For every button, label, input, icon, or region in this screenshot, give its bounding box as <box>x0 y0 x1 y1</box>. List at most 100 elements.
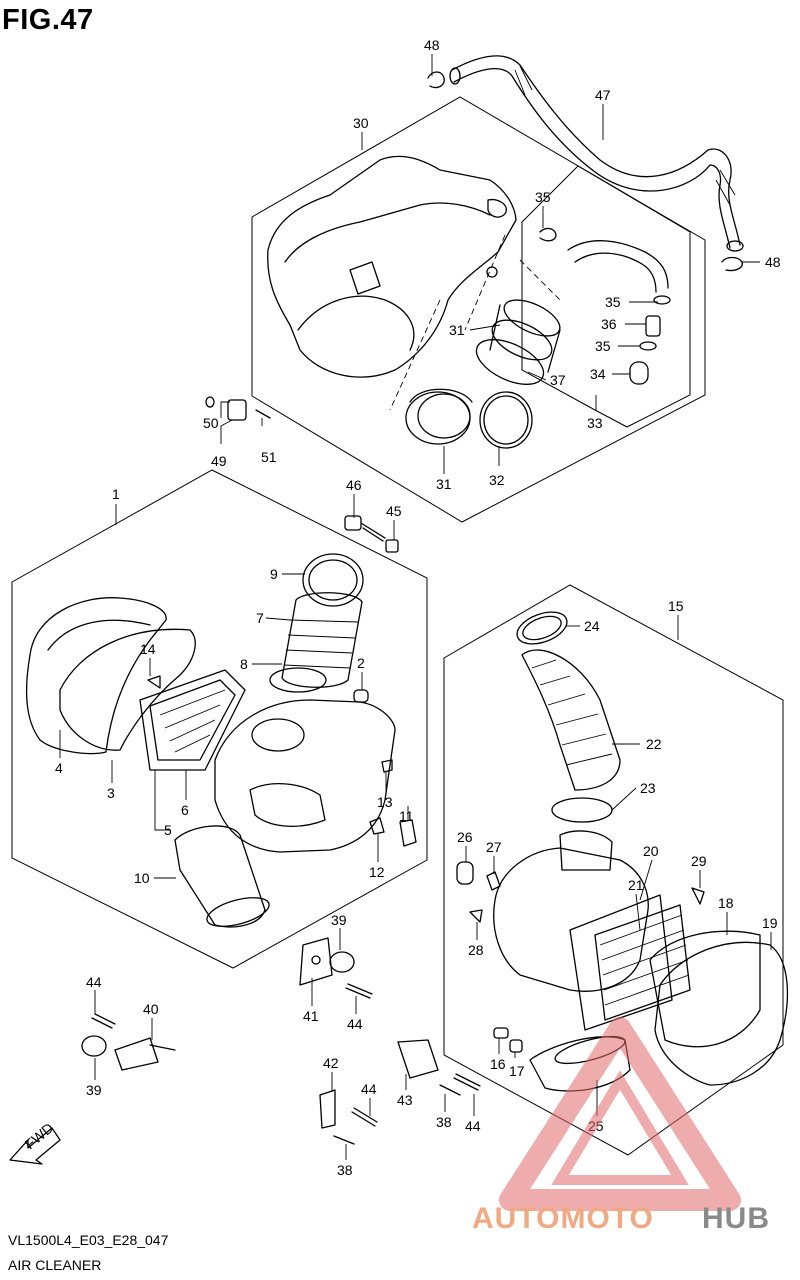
air-filter-element-6 <box>139 669 246 771</box>
bolt-46 <box>344 515 386 542</box>
callout-48-top: 48 <box>424 37 440 53</box>
callout-38-lower: 38 <box>337 1162 353 1178</box>
callout-6: 6 <box>181 802 189 818</box>
bolt-38-lower <box>333 1135 355 1145</box>
sensor-49 <box>205 396 271 421</box>
callout-39-lower: 39 <box>86 1082 102 1098</box>
callout-26: 26 <box>457 829 473 845</box>
callout-24: 24 <box>584 618 600 634</box>
cover-19 <box>654 941 788 1086</box>
callout-19: 19 <box>762 915 778 931</box>
callout-30: 30 <box>353 115 369 131</box>
nut-17 <box>509 1039 523 1053</box>
callout-4: 4 <box>55 760 63 776</box>
cover-gasket-3 <box>59 628 196 751</box>
callout-37: 37 <box>550 372 566 388</box>
bolt-44-d <box>453 1073 481 1091</box>
bracket-40 <box>114 1037 176 1071</box>
nut-45 <box>385 539 399 553</box>
callout-14: 14 <box>140 641 156 657</box>
hose-clamp-48-top <box>427 71 445 89</box>
callout-42: 42 <box>323 1055 339 1071</box>
bushing-26 <box>456 861 474 885</box>
intake-duct-lower <box>405 388 473 445</box>
callout-23: 23 <box>640 780 656 796</box>
air-cleaner-case <box>267 155 517 378</box>
callout-43: 43 <box>397 1092 413 1108</box>
callout-49: 49 <box>211 453 227 469</box>
callout-29: 29 <box>691 853 707 869</box>
callout-45: 45 <box>386 503 402 519</box>
clip-27 <box>486 871 501 891</box>
callout-44-left: 44 <box>86 974 102 990</box>
callout-35-top: 35 <box>535 189 551 205</box>
footer-title: AIR CLEANER <box>8 1257 102 1273</box>
bolt-38-right <box>439 1084 461 1096</box>
callout-5: 5 <box>164 822 172 838</box>
callout-31-lower: 31 <box>436 476 452 492</box>
screw-14 <box>147 675 161 689</box>
bolt-44-a <box>345 983 373 999</box>
duct-clamp-23 <box>551 797 613 823</box>
intake-duct-10 <box>174 825 270 928</box>
callout-17: 17 <box>509 1063 525 1079</box>
callout-44-right: 44 <box>465 1118 481 1134</box>
callout-11: 11 <box>399 808 414 824</box>
callout-labels: 48 47 30 35 48 35 36 35 34 31 37 33 50 5… <box>55 37 781 1178</box>
duct-clamp-8 <box>269 667 327 693</box>
callout-25: 25 <box>588 1118 604 1134</box>
callout-12: 12 <box>369 864 385 880</box>
callout-36: 36 <box>601 316 617 332</box>
callout-51: 51 <box>261 449 277 465</box>
callout-7: 7 <box>256 610 264 626</box>
callout-50: 50 <box>203 415 219 431</box>
callout-8: 8 <box>240 656 248 672</box>
gasket-20 <box>569 894 673 1031</box>
callout-33: 33 <box>587 415 603 431</box>
callout-44-lower: 44 <box>361 1081 377 1097</box>
frame-group-15 <box>443 584 784 1156</box>
intake-duct-25 <box>529 1035 631 1092</box>
callout-18: 18 <box>718 895 734 911</box>
footer-code: VL1500L4_E03_E28_047 <box>8 1232 169 1248</box>
clip-12 <box>369 817 385 835</box>
bolt-44-c <box>351 1107 378 1127</box>
frame-group-1 <box>11 469 428 969</box>
callout-41: 41 <box>303 1008 319 1024</box>
collar-2 <box>353 689 369 703</box>
callout-38-right: 38 <box>436 1114 452 1130</box>
callout-2: 2 <box>357 655 365 671</box>
callout-34: 34 <box>590 366 606 382</box>
callout-46: 46 <box>346 477 362 493</box>
breather-hose <box>449 55 744 252</box>
callout-3: 3 <box>107 785 115 801</box>
plug-11 <box>399 819 417 847</box>
callout-28: 28 <box>468 942 484 958</box>
bracket-41 <box>299 937 333 986</box>
callout-35-low: 35 <box>595 338 611 354</box>
frame-group-33 <box>521 165 691 428</box>
callout-10: 10 <box>134 870 150 886</box>
bracket-42 <box>319 1089 336 1129</box>
callout-40: 40 <box>143 1001 159 1017</box>
leader-lines <box>59 54 772 1160</box>
hose-clamp-48-right <box>721 256 743 272</box>
callout-44-mid: 44 <box>347 1016 363 1032</box>
callout-13: 13 <box>377 794 393 810</box>
callout-20: 20 <box>643 843 659 859</box>
funnel-clamp-9 <box>302 553 364 607</box>
callout-48-right: 48 <box>765 254 781 270</box>
grommet-39-lower <box>81 1035 107 1057</box>
drain-hose-assembly <box>539 227 671 385</box>
callout-16: 16 <box>490 1056 506 1072</box>
air-cleaner-cover-4 <box>25 597 167 755</box>
callout-22: 22 <box>646 736 662 752</box>
screw-13 <box>381 759 393 773</box>
callout-21: 21 <box>628 877 644 893</box>
bracket-43 <box>397 1039 439 1079</box>
callout-35-mid: 35 <box>605 294 621 310</box>
air-cleaner-case-lower <box>214 699 396 853</box>
screw-28 <box>469 909 483 923</box>
frame-group-30 <box>251 96 706 523</box>
